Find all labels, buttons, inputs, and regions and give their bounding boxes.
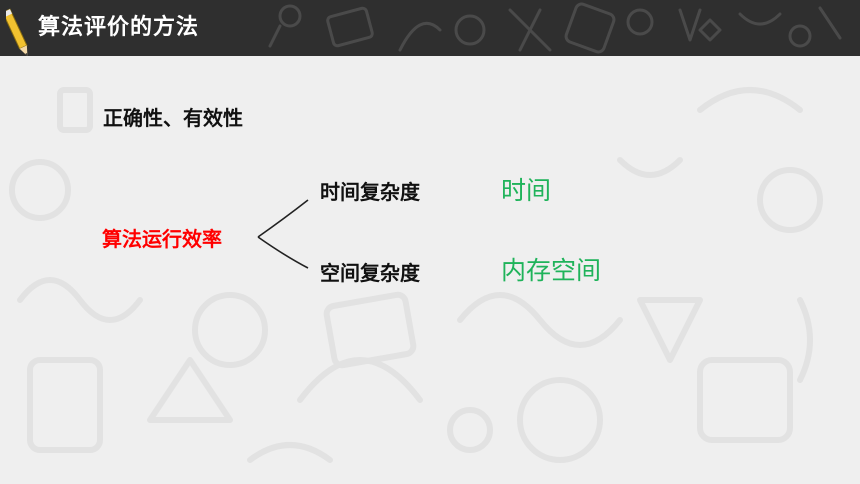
space-resource-label: 内存空间 <box>501 256 602 285</box>
efficiency-label: 算法运行效率 <box>102 227 222 251</box>
criteria-text: 正确性、有效性 <box>103 106 243 130</box>
time-complexity-label: 时间复杂度 <box>320 180 420 204</box>
pencil-icon <box>6 8 28 57</box>
space-complexity-label: 空间复杂度 <box>320 261 420 285</box>
page-title: 算法评价的方法 <box>38 15 200 40</box>
header-bar: 算法评价的方法 <box>0 0 860 56</box>
time-resource-label: 时间 <box>501 176 552 205</box>
header-doodles <box>268 2 842 54</box>
